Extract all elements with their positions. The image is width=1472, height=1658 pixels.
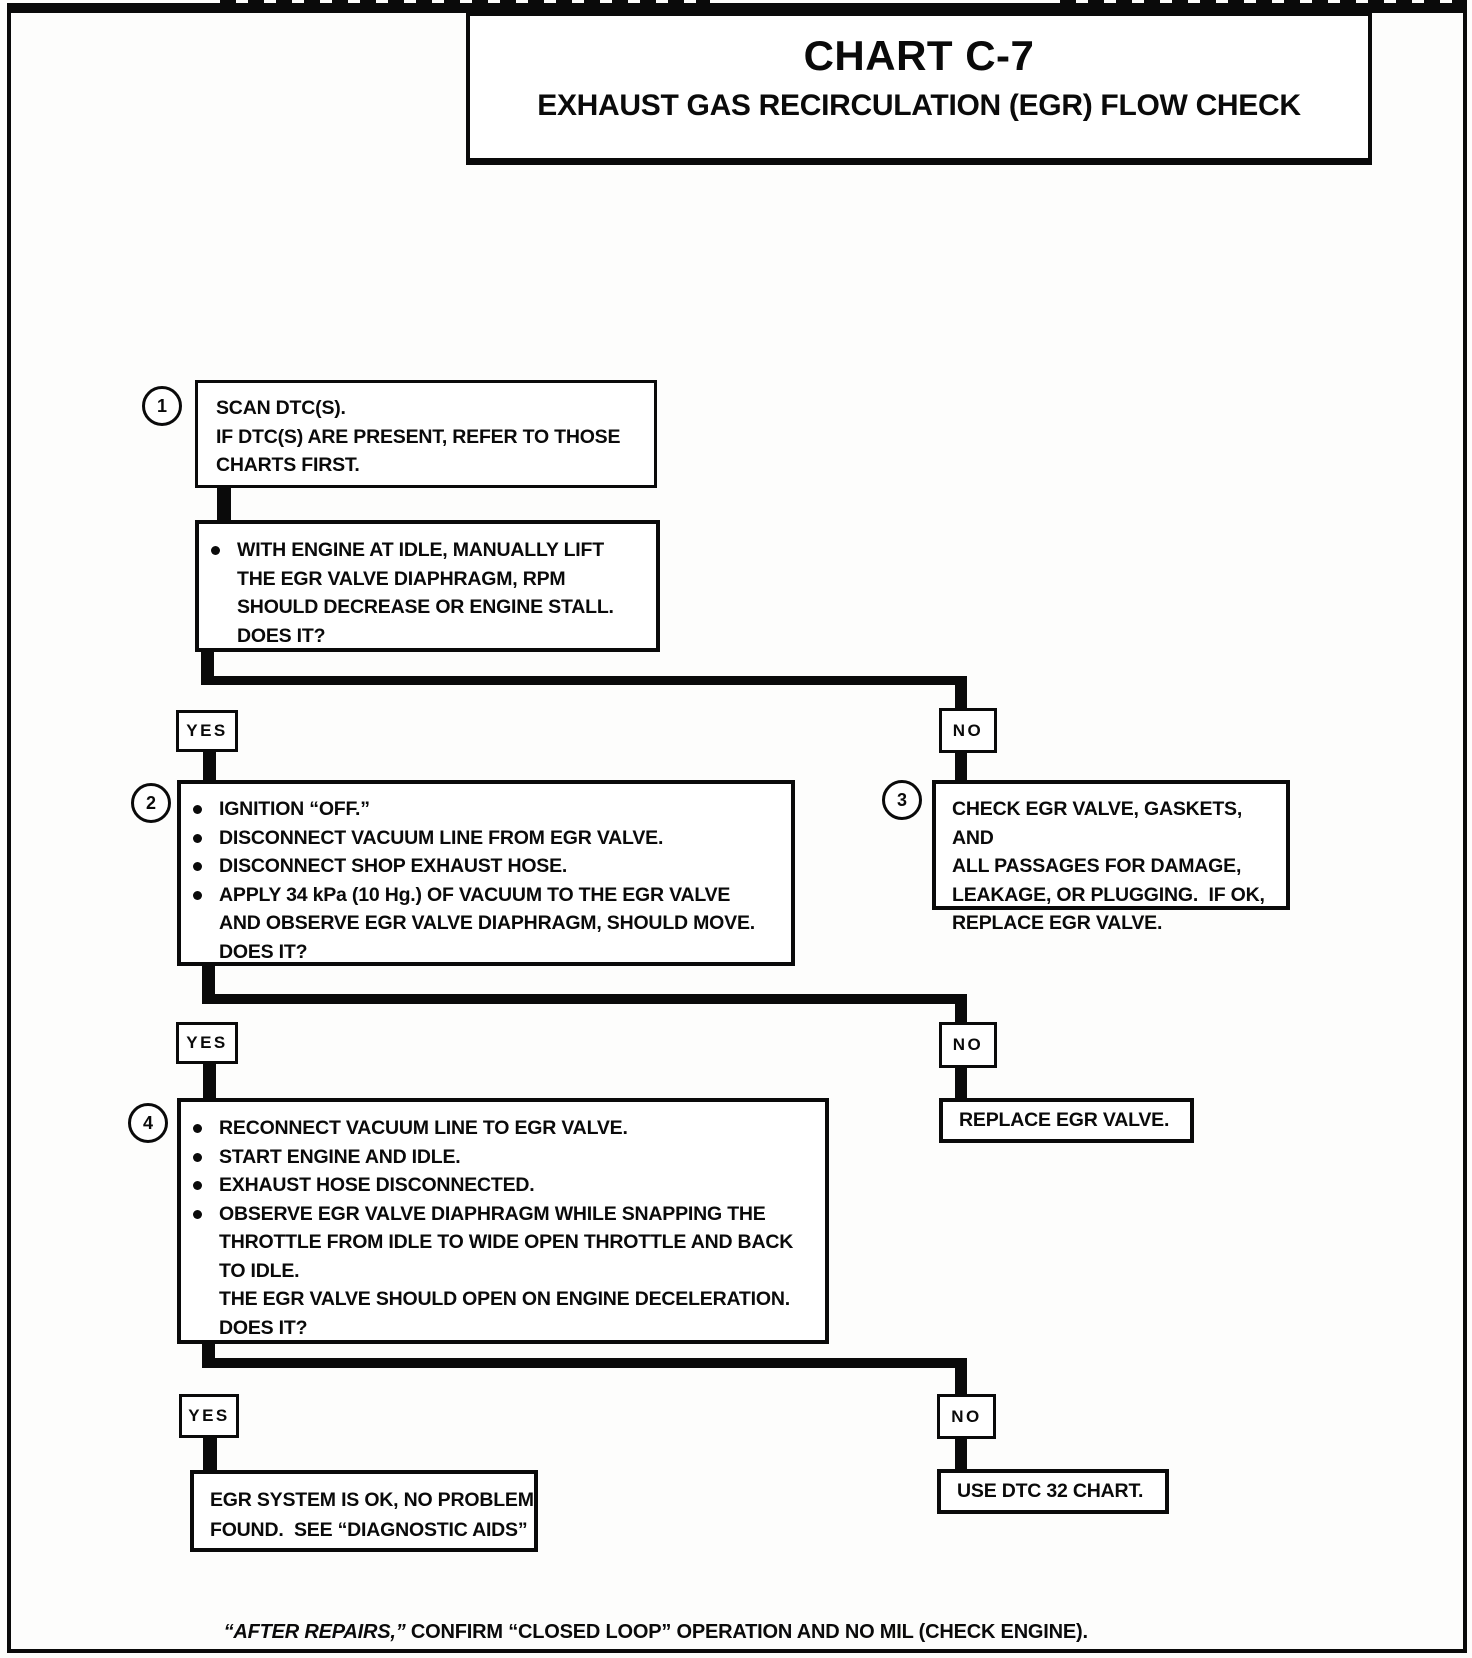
scan-noise-left: [220, 0, 710, 6]
text-line: IGNITION “OFF.”: [219, 798, 370, 820]
bullet-icon: [181, 1200, 219, 1229]
yes-label-3: YES: [179, 1394, 239, 1438]
text-line: EGR SYSTEM IS OK, NO PROBLEM: [210, 1489, 534, 1511]
step-box-use-dtc32: USE DTC 32 CHART.: [937, 1469, 1169, 1514]
text-line: DISCONNECT VACUUM LINE FROM EGR VALVE.: [219, 826, 664, 849]
yes-text: YES: [186, 1033, 228, 1052]
connector-yes1-to-step2: [203, 752, 216, 781]
after-repairs-note: “AFTER REPAIRS,” CONFIRM “CLOSED LOOP” O…: [0, 1598, 1290, 1658]
chart-title: CHART C-7: [803, 32, 1035, 79]
text-line: SCAN DTC(S).: [216, 397, 346, 419]
connector-fork2-bar: [202, 994, 967, 1004]
text-line: DOES IT?: [237, 624, 326, 647]
text-line: TO IDLE.: [219, 1259, 300, 1282]
step-number-1-label: 1: [156, 395, 167, 416]
bullet-icon: [181, 824, 219, 853]
connector-yes2-to-step4: [203, 1064, 216, 1098]
step-number-2: 2: [131, 783, 171, 823]
text-line: REPLACE EGR VALVE.: [959, 1109, 1170, 1132]
text-line: RECONNECT VACUUM LINE TO EGR VALVE.: [219, 1117, 628, 1139]
bullet-icon: [199, 536, 237, 565]
text-line: OBSERVE EGR VALVE DIAPHRAGM WHILE SNAPPI…: [219, 1202, 766, 1225]
step-number-4: 4: [128, 1103, 168, 1143]
text-line: CHECK EGR VALVE, GASKETS, AND: [952, 798, 1247, 849]
yes-label-2: YES: [176, 1022, 238, 1064]
scan-noise-right: [1060, 0, 1467, 6]
connector-fork2-no-drop: [955, 999, 967, 1023]
text-line: THROTTLE FROM IDLE TO WIDE OPEN THROTTLE…: [219, 1231, 794, 1253]
no-text: NO: [951, 1406, 982, 1426]
step-number-2-label: 2: [145, 792, 156, 813]
after-repairs-italic: “AFTER REPAIRS,”: [223, 1621, 406, 1643]
page-border: [7, 3, 1467, 1653]
connector-fork3-no-drop: [955, 1363, 967, 1396]
step-box-vacuum-test: IGNITION “OFF.” DISCONNECT VACUUM LINE F…: [177, 780, 795, 966]
text-line: LEAKAGE, OR PLUGGING. IF OK,: [952, 883, 1265, 906]
text-line: DOES IT?: [219, 940, 308, 963]
text-line: USE DTC 32 CHART.: [957, 1480, 1144, 1503]
bullet-icon: [181, 1171, 219, 1200]
connector-fork3-bar: [202, 1358, 967, 1368]
bullet-icon: [181, 1114, 219, 1143]
text-line: EXHAUST HOSE DISCONNECTED.: [219, 1174, 535, 1196]
bullet-icon: [181, 881, 219, 910]
chart-subtitle: EXHAUST GAS RECIRCULATION (EGR) FLOW CHE…: [537, 89, 1301, 122]
connector-yes3-to-ok: [203, 1438, 217, 1472]
no-label-3: NO: [937, 1394, 996, 1439]
bullet-icon: [181, 1143, 219, 1172]
step-number-3: 3: [882, 780, 922, 820]
connector-step1-to-idlecheck: [217, 487, 231, 522]
text-line: THE EGR VALVE DIAPHRAGM, RPM: [237, 567, 566, 590]
text-line: DOES IT?: [219, 1316, 308, 1339]
connector-no2-to-replace: [955, 1068, 967, 1100]
text-line: IF DTC(S) ARE PRESENT, REFER TO THOSE: [216, 425, 621, 448]
bullet-icon: [181, 795, 219, 824]
text-line: APPLY 34 kPa (10 Hg.) OF VACUUM TO THE E…: [219, 883, 731, 906]
yes-text: YES: [186, 721, 228, 740]
step-box-check-egr-valve: CHECK EGR VALVE, GASKETS, AND ALL PASSAG…: [932, 780, 1290, 934]
connector-fork1-no-drop: [955, 680, 967, 711]
no-text: NO: [952, 1035, 984, 1054]
bullet-icon: [181, 852, 219, 881]
step-box-replace-egr-valve: REPLACE EGR VALVE.: [939, 1098, 1194, 1143]
yes-text: YES: [188, 1406, 230, 1425]
text-line: REPLACE EGR VALVE.: [952, 912, 1163, 934]
connector-fork1-stem: [201, 651, 214, 681]
after-repairs-rest: CONFIRM “CLOSED LOOP” OPERATION AND NO M…: [405, 1621, 1088, 1643]
text-line: FOUND. SEE “DIAGNOSTIC AIDS”: [210, 1519, 528, 1541]
connector-no3-to-dtc32: [955, 1439, 967, 1471]
text-line: THE EGR VALVE SHOULD OPEN ON ENGINE DECE…: [219, 1288, 790, 1310]
connector-no1-to-step3: [955, 753, 967, 781]
yes-label-1: YES: [176, 710, 238, 752]
step-box-idle-check: WITH ENGINE AT IDLE, MANUALLY LIFT THE E…: [195, 520, 660, 652]
step-box-snap-throttle: RECONNECT VACUUM LINE TO EGR VALVE. STAR…: [177, 1098, 829, 1344]
text-line: WITH ENGINE AT IDLE, MANUALLY LIFT: [237, 539, 604, 561]
connector-fork1-bar: [201, 676, 967, 685]
text-line: ALL PASSAGES FOR DAMAGE,: [952, 855, 1242, 877]
connector-fork2-stem: [202, 965, 215, 999]
text-line: DISCONNECT SHOP EXHAUST HOSE.: [219, 855, 568, 877]
no-label-1: NO: [939, 708, 997, 753]
text-line: CHARTS FIRST.: [216, 454, 360, 476]
chart-title-box: CHART C-7 EXHAUST GAS RECIRCULATION (EGR…: [466, 12, 1372, 165]
no-text: NO: [952, 720, 984, 740]
text-line: SHOULD DECREASE OR ENGINE STALL.: [237, 596, 614, 618]
step-number-3-label: 3: [896, 789, 907, 810]
text-line: AND OBSERVE EGR VALVE DIAPHRAGM, SHOULD …: [219, 912, 755, 934]
text-line: START ENGINE AND IDLE.: [219, 1145, 461, 1168]
step-box-egr-ok: EGR SYSTEM IS OK, NO PROBLEM FOUND. SEE …: [190, 1470, 538, 1552]
no-label-2: NO: [939, 1022, 997, 1068]
step-number-1: 1: [142, 386, 182, 426]
step-box-scan-dtc: SCAN DTC(S). IF DTC(S) ARE PRESENT, REFE…: [195, 380, 657, 488]
step-number-4-label: 4: [142, 1112, 153, 1133]
